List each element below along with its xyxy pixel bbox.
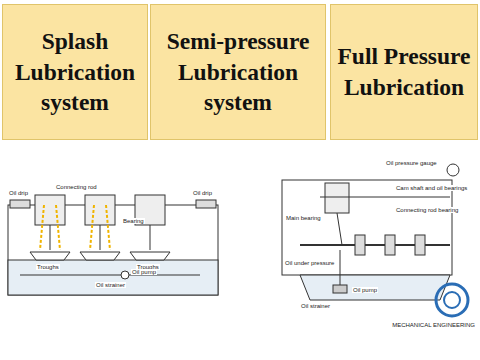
header-box: Semi-pressure Lubrication system: [150, 4, 326, 140]
part-label: Oil drip: [8, 190, 29, 196]
part-label: Connecting rod bearing: [395, 207, 459, 213]
part-label: Oil pressure gauge: [385, 160, 438, 166]
logo-text: MECHANICAL ENGINEERING: [391, 322, 476, 328]
part-label: Connecting rod: [55, 184, 98, 190]
header-text: Splash Lubrication system: [3, 26, 147, 118]
header-box: Full Pressure Lubrication: [330, 4, 478, 140]
part-label: Bearing: [122, 218, 145, 224]
part-label: Oil pump: [131, 269, 157, 275]
part-label: Troughs: [36, 264, 60, 270]
part-label: Cam shaft and oil bearings: [395, 185, 468, 191]
header-box: Splash Lubrication system: [2, 4, 148, 140]
part-label: Oil strainer: [95, 282, 126, 288]
part-label: Oil strainer: [300, 303, 331, 309]
part-label: Oil drip: [192, 190, 213, 196]
header-text: Full Pressure Lubrication: [331, 41, 477, 102]
part-label: Oil under pressure: [284, 260, 335, 266]
part-label: Oil pump: [352, 287, 378, 293]
part-label: Main bearing: [285, 215, 322, 221]
header-text: Semi-pressure Lubrication system: [151, 26, 325, 118]
